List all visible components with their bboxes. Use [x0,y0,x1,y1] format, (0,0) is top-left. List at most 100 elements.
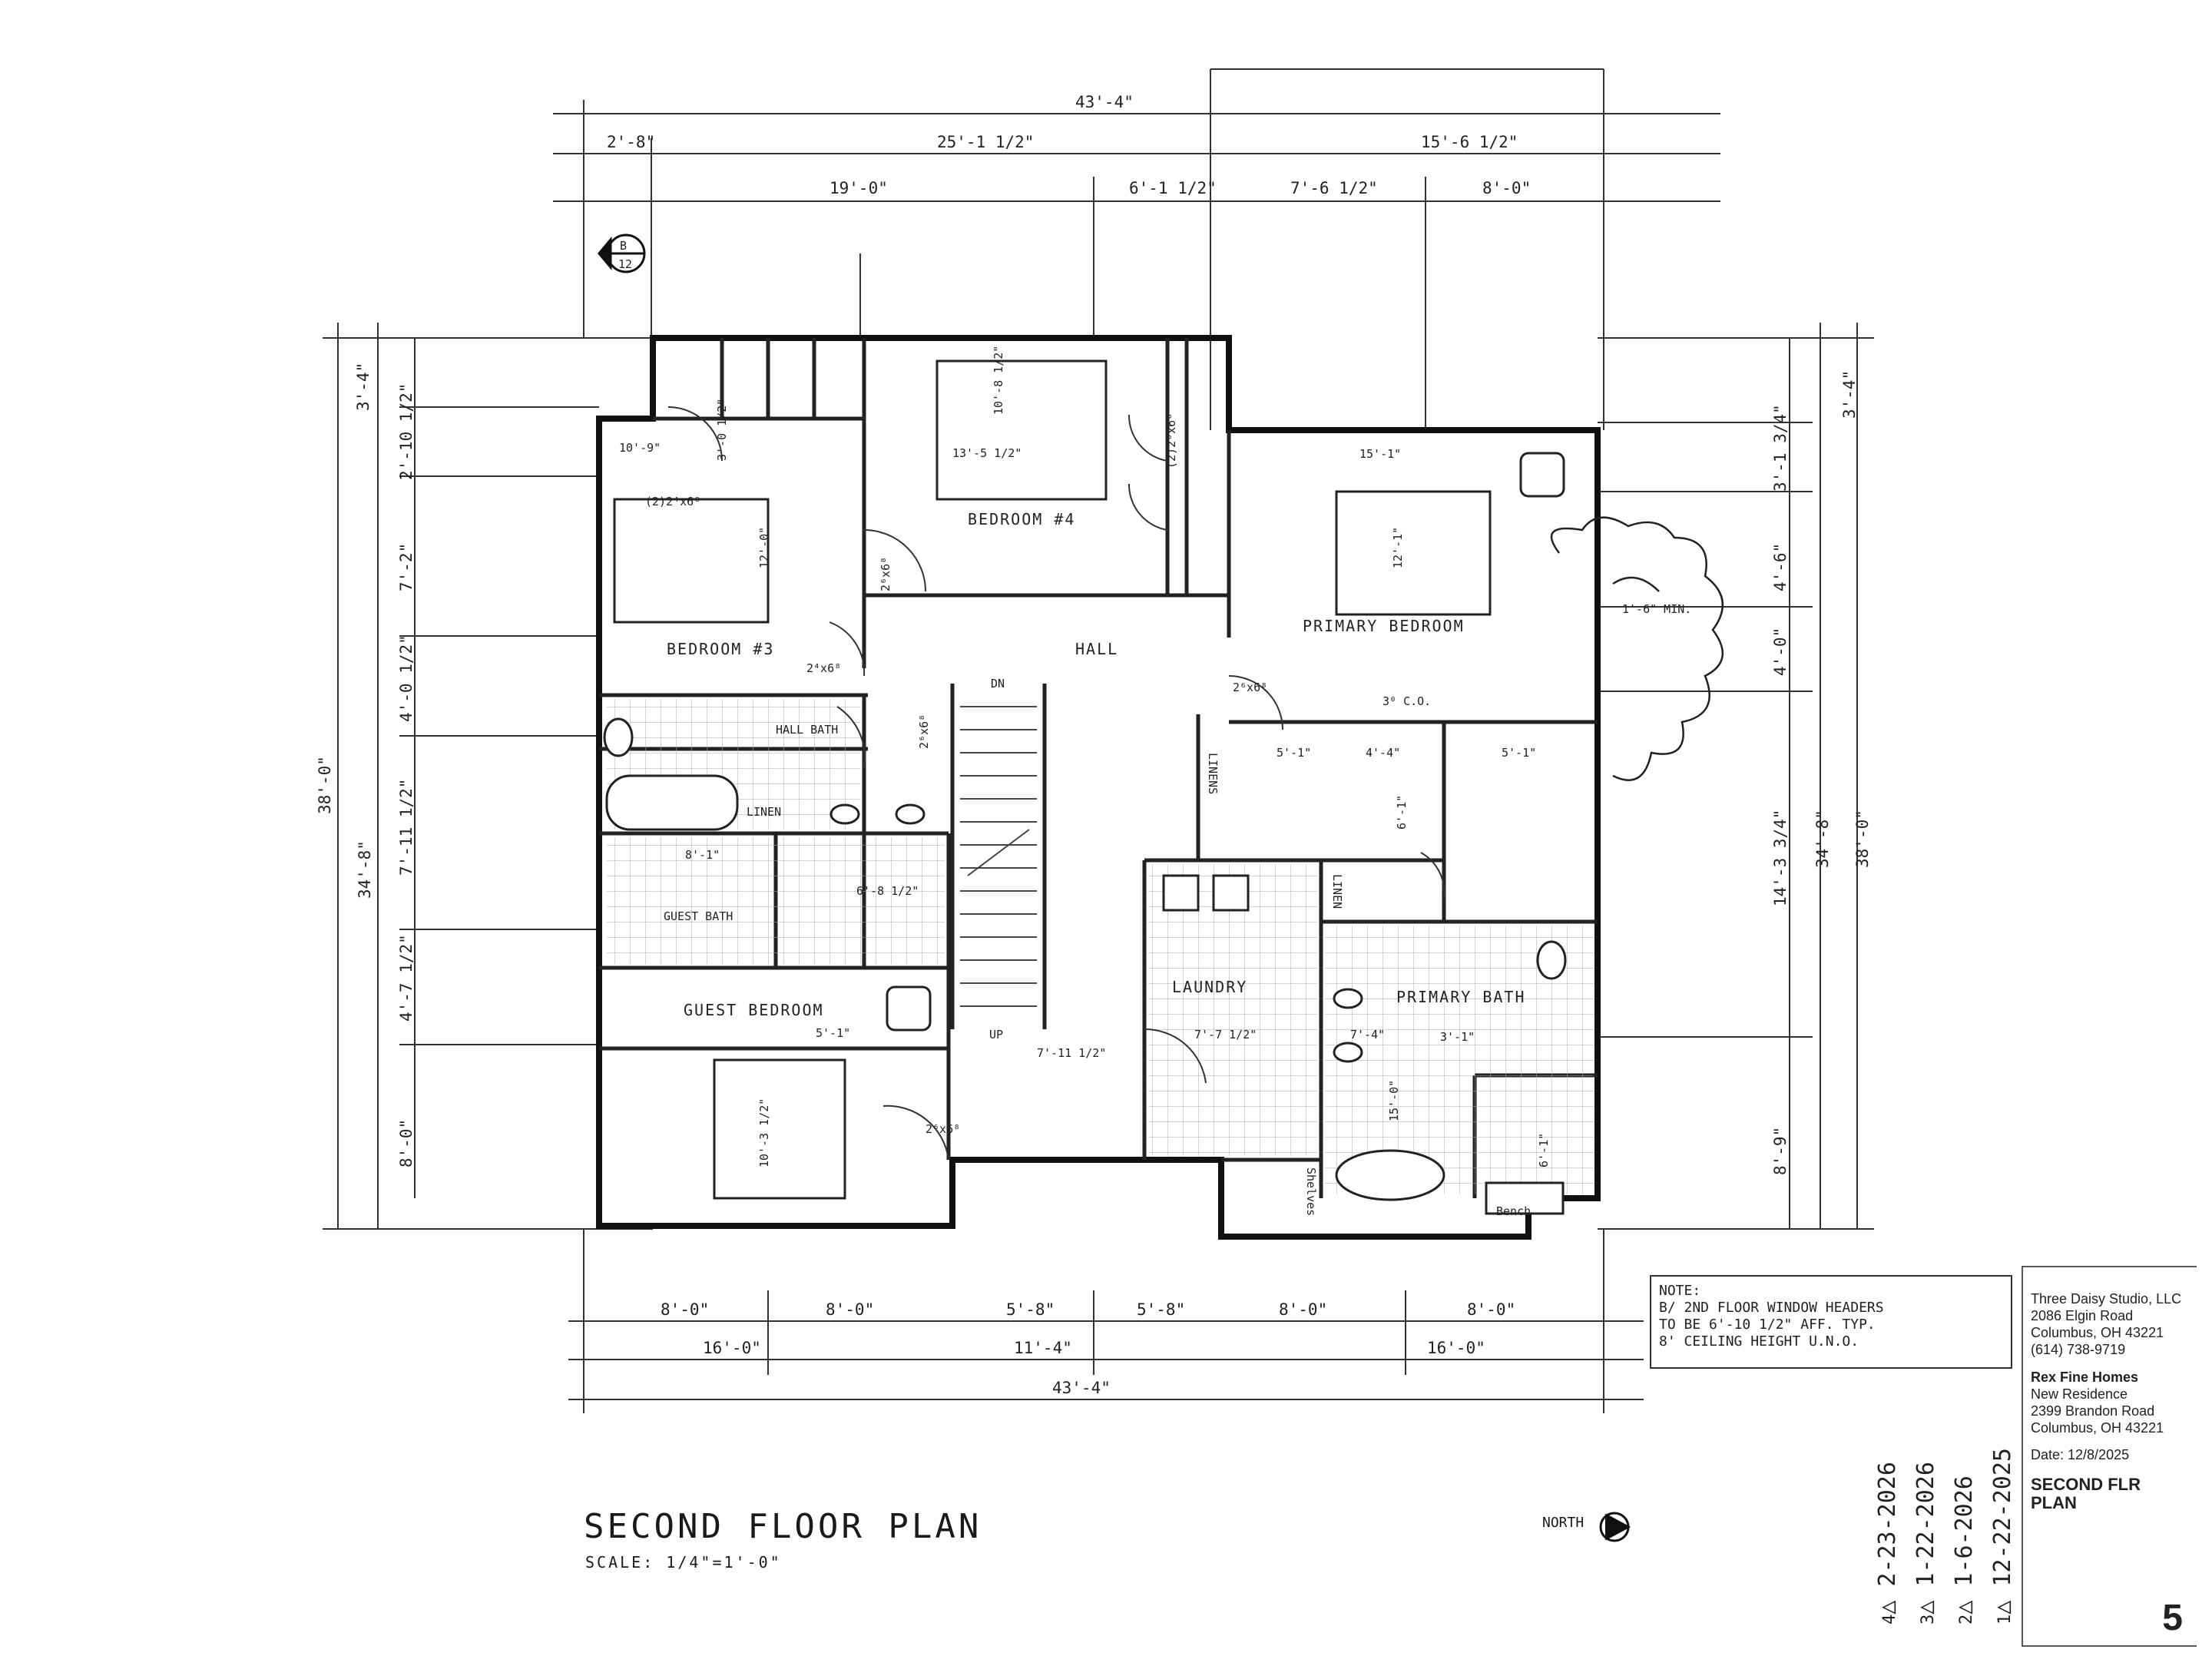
door-tag-8: 3⁰ C.O. [1382,694,1431,708]
dim-left-inner-7: 8'-0" [397,1119,416,1167]
revision-3: 3△ 1-22-2026 [1912,1462,1939,1625]
interior-dimensions: 10'-8 1/2" 13'-5 1/2" 12'-0" 15'-1" 12'-… [619,346,1691,1167]
dim-bot-r2-3: 16'-0" [1427,1339,1485,1357]
dim-right-inner-3: 4'-6" [1771,543,1790,591]
bottom-dimension-lines [568,1229,1644,1413]
dim-bot-r1-5: 8'-0" [1279,1300,1327,1319]
dim-int-19: 6'-1" [1537,1133,1551,1167]
note-line-1: B/ 2nd FLOOR WINDOW HEADERS [1659,1300,1884,1316]
room-labels: BEDROOM #4 BEDROOM #3 PRIMARY BEDROOM HA… [664,510,1531,1218]
dim-top-r3-2: 6'-1 1/2" [1129,179,1217,197]
project-address-1: 2399 Brandon Road [2031,1403,2155,1419]
tree-symbol [1550,516,1724,781]
dim-int-15: 7'-7 1/2" [1194,1028,1257,1042]
dim-top-r2-1: 2'-8" [607,133,655,151]
dim-top-overall: 43'-4" [1075,93,1134,111]
revision-1: 1△ 12-22-2025 [1989,1448,2016,1625]
right-dimension-lines [1598,323,1874,1230]
label-guest-bath: GUEST BATH [664,909,733,923]
dim-int-21: 7'-11 1/2" [1037,1046,1106,1060]
exterior-walls [596,335,1601,1240]
dim-bot-r1-4: 5'-8" [1137,1300,1185,1319]
door-tag-3: (2)2⁶x6⁸ [1164,413,1178,469]
dim-bot-r1-3: 5'-8" [1006,1300,1055,1319]
washer [1162,874,1200,912]
door-swings [667,406,1445,1161]
door-tag-7: 2⁶x6⁸ [926,1122,960,1136]
bed-guest [713,1058,846,1200]
dim-right-inner-6: 8'-9" [1771,1127,1790,1175]
dim-left-inner-5: 7'-11 1/2" [397,779,416,876]
left-dimension-lines [323,323,653,1230]
sink-primary-2 [1333,1042,1363,1063]
label-primary-bath: PRIMARY BATH [1396,988,1526,1006]
dim-left-inner-6: 4'-7 1/2" [397,934,416,1022]
dim-bot-r1-2: 8'-0" [826,1300,874,1319]
bottom-dimensions: 8'-0" 8'-0" 5'-8" 5'-8" 8'-0" 8'-0" 16'-… [661,1300,1515,1397]
studio-phone: (614) 738-9719 [2031,1342,2126,1357]
label-stair-up: UP [989,1028,1003,1042]
issue-date: Date: 12/8/2025 [2031,1447,2130,1462]
dim-bot-r2-1: 16'-0" [703,1339,761,1357]
dim-right-outer: 38'-0" [1853,810,1872,868]
dim-right-mid: 34'-8" [1813,810,1832,868]
stair-treads [960,706,1037,1007]
dim-left-inner-3: 7'-2" [397,543,416,591]
dim-int-10: 5'-1" [1502,746,1536,760]
label-bedroom-4: BEDROOM #4 [968,510,1075,528]
studio-info: Three Daisy Studio, LLC 2086 Elgin Road … [2023,1267,2197,1358]
label-bedroom-3: BEDROOM #3 [667,640,774,658]
dim-int-7: 3'-0 1/2" [715,399,729,461]
studio-address-2: Columbus, OH 43221 [2031,1325,2164,1340]
dim-int-5: 12'-1" [1391,527,1405,568]
general-note: NOTE: B/ 2nd FLOOR WINDOW HEADERS TO BE … [1650,1275,2012,1369]
dim-int-18: 15'-0" [1387,1080,1401,1121]
dim-left-outer: 38'-0" [316,756,334,814]
tub-primary-bath [1335,1149,1445,1201]
project-address-2: Columbus, OH 43221 [2031,1420,2164,1436]
project-name: New Residence [2031,1386,2128,1402]
revision-list: 4△ 2-23-2026 3△ 1-22-2026 2△ 1-6-2026 1△… [1859,1429,2020,1651]
client-name: Rex Fine Homes [2031,1370,2139,1385]
label-laundry: LAUNDRY [1172,978,1247,996]
sheet-title-2: PLAN [2031,1493,2077,1512]
dim-int-17: 3'-1" [1440,1030,1475,1044]
toilet-primary-bath [1536,940,1567,980]
door-tag-4: 2⁴x6⁸ [806,661,841,675]
bed-bedroom-4 [935,359,1108,501]
title-block: Three Daisy Studio, LLC 2086 Elgin Road … [2022,1266,2197,1647]
dim-int-8: 5'-1" [1277,746,1311,760]
door-tag-1: 2⁶x6⁸ [879,557,892,591]
label-hall: HALL [1075,640,1118,658]
label-primary-bedroom: PRIMARY BEDROOM [1303,617,1465,635]
studio-address-1: 2086 Elgin Road [2031,1308,2134,1323]
tub-hall-bath [605,774,739,831]
dim-top-r2-3: 15'-6 1/2" [1421,133,1518,151]
right-dimensions: 38'-0" 34'-8" 3'-4" 3'-1 3/4" 4'-6" 4'-0… [1771,370,1872,1175]
door-tag-6: 2⁶x6⁸ [917,714,931,749]
bed-bedroom-3 [613,498,770,624]
revision-4: 4△ 2-23-2026 [1874,1462,1901,1625]
label-stair-dn: DN [991,677,1005,691]
client-info: Rex Fine Homes New Residence 2399 Brando… [2023,1369,2197,1436]
drawing-title: SECOND FLOOR PLAN [584,1507,982,1546]
sink-primary-1 [1333,988,1363,1009]
label-guest-bedroom: GUEST BEDROOM [684,1001,824,1019]
dim-top-r2-2: 25'-1 1/2" [937,133,1034,151]
studio-name: Three Daisy Studio, LLC [2031,1291,2182,1307]
door-tags: 2⁶x6⁸ (2)2⁴x6⁸ (2)2⁶x6⁸ 2⁴x6⁸ 2⁶x6⁸ 2⁶x6… [645,413,1431,1136]
left-dimensions: 38'-0" 34'-8" 3'-4" 2'-10 1/2" 7'-2" 4'-… [316,363,416,1167]
north-label: NORTH [1542,1515,1584,1531]
dim-int-4: 15'-1" [1359,447,1401,461]
chair-guest [886,985,932,1032]
dim-left-inner-1: 3'-4" [354,363,373,411]
label-linen-hall: LINEN [747,805,781,819]
dim-int-12: 8'-1" [685,848,720,862]
dim-int-2: 13'-5 1/2" [952,446,1022,460]
dim-right-inner-5: 14'-3 3/4" [1771,810,1790,906]
dim-int-6: 10'-9" [619,441,661,455]
dim-bot-r1-6: 8'-0" [1467,1300,1515,1319]
dim-int-3: 12'-0" [757,527,771,568]
sheet-title-1: SECOND FLR [2031,1475,2141,1494]
label-linens: LINENS [1206,753,1220,794]
